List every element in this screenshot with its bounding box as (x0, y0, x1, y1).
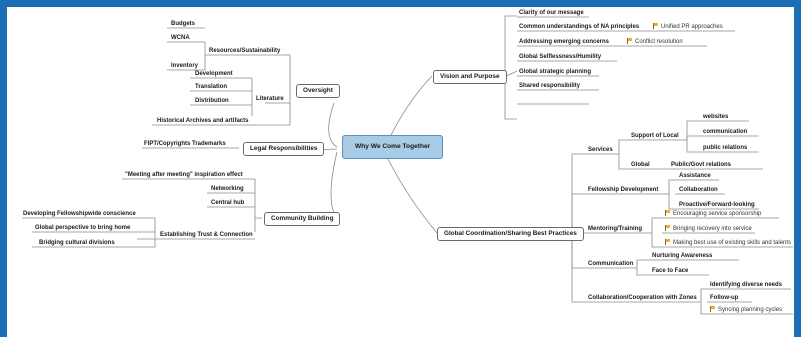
flag-label: Encouraging service sponsorship (673, 211, 762, 217)
vision-item-strategic-planning[interactable]: Global strategic planning (519, 69, 592, 75)
oversight-literature[interactable]: Literature (256, 96, 284, 102)
support-websites[interactable]: websites (703, 114, 729, 120)
oversight-resources[interactable]: Resources/Sustainability (209, 48, 281, 54)
flag-label: Unified PR approaches (661, 24, 723, 30)
flag-icon (665, 210, 671, 216)
vision-item-selflessness[interactable]: Global Selflessness/Humility (519, 54, 602, 60)
legal-fipt[interactable]: FIPT/Copyrights Trademarks (144, 141, 226, 147)
support-communication[interactable]: communication (703, 129, 748, 135)
flag-service-sponsorship[interactable]: Encouraging service sponsorship (665, 210, 761, 218)
flag-recovery-into-service[interactable]: Bringing recovery into service (665, 225, 752, 233)
flag-label: Conflict resolution (635, 39, 683, 45)
fellowship-proactive[interactable]: Proactive/Forward-looking (679, 202, 755, 208)
vision-item-common-understandings[interactable]: Common understandings of NA principles (519, 24, 640, 30)
community-networking[interactable]: Networking (211, 186, 244, 192)
flag-unified-pr[interactable]: Unified PR approaches (653, 23, 723, 31)
global-communication[interactable]: Communication (588, 261, 634, 267)
connector-lines (22, 15, 793, 315)
trust-bridging-divisions[interactable]: Bridging cultural divisions (39, 240, 115, 246)
oversight-archives[interactable]: Historical Archives and artifacts (157, 118, 249, 124)
mind-map-canvas: Why We Come Together Vision and Purpose … (7, 7, 794, 337)
vision-item-shared-responsibility[interactable]: Shared responsibility (519, 83, 581, 89)
topic-community-building[interactable]: Community Building (264, 212, 341, 226)
literature-translation[interactable]: Translation (195, 84, 228, 90)
central-topic[interactable]: Why We Come Together (342, 135, 444, 159)
resource-budgets[interactable]: Budgets (171, 21, 195, 27)
global-fellowship-development[interactable]: Fellowship Development (588, 187, 659, 193)
topic-vision-and-purpose[interactable]: Vision and Purpose (433, 70, 507, 84)
community-meeting-after-meeting[interactable]: "Meeting after meeting" inspiration effe… (125, 172, 243, 178)
topic-oversight[interactable]: Oversight (296, 84, 340, 98)
trust-fellowshipwide-conscience[interactable]: Developing Fellowshipwide conscience (23, 211, 136, 217)
flag-syncing-planning[interactable]: Syncing planning cycles (710, 306, 782, 314)
global-public-govt-relations[interactable]: Public/Govt relations (671, 162, 732, 168)
fellowship-collaboration[interactable]: Collaboration (679, 187, 718, 193)
services-global[interactable]: Global (631, 162, 650, 168)
flag-icon (665, 225, 671, 231)
topic-legal-responsibilities[interactable]: Legal Responsibilities (243, 142, 325, 156)
resource-wcna[interactable]: WCNA (171, 35, 190, 41)
support-public-relations[interactable]: public relations (703, 145, 748, 151)
community-central-hub[interactable]: Central hub (211, 200, 245, 206)
flag-label: Syncing planning cycles (718, 307, 783, 313)
zones-diverse-needs[interactable]: Identifying diverse needs (710, 282, 783, 288)
flag-icon (665, 239, 671, 245)
flag-skills-and-talents[interactable]: Making best use of existing skills and t… (665, 239, 791, 247)
services-support-local[interactable]: Support of Local (631, 133, 679, 139)
fellowship-assistance[interactable]: Assistance (679, 173, 711, 179)
flag-label: Bringing recovery into service (673, 226, 752, 232)
zones-follow-up[interactable]: Follow-up (710, 295, 739, 301)
flag-label: Making best use of existing skills and t… (673, 240, 792, 246)
vision-item-clarity[interactable]: Clarity of our message (519, 10, 584, 16)
global-collaboration-zones[interactable]: Collaboration/Cooperation with Zones (588, 295, 697, 301)
flag-icon (710, 306, 716, 312)
literature-distribution[interactable]: Distribution (195, 98, 229, 104)
literature-development[interactable]: Development (195, 71, 233, 77)
resource-inventory[interactable]: Inventory (171, 63, 199, 69)
topic-global-coordination[interactable]: Global Coordination/Sharing Best Practic… (437, 227, 584, 241)
trust-global-perspective[interactable]: Global perspective to bring home (35, 225, 131, 231)
flag-conflict-resolution[interactable]: Conflict resolution (627, 38, 683, 46)
communication-nurturing-awareness[interactable]: Nurturing Awareness (652, 253, 713, 259)
communication-face-to-face[interactable]: Face to Face (652, 268, 689, 274)
flag-icon (627, 38, 633, 44)
flag-icon (653, 23, 659, 29)
vision-item-emerging-concerns[interactable]: Addressing emerging concerns (519, 39, 610, 45)
global-services[interactable]: Services (588, 147, 613, 153)
community-establishing-trust[interactable]: Establishing Trust & Connection (160, 232, 253, 238)
global-mentoring-training[interactable]: Mentoring/Training (588, 226, 642, 232)
